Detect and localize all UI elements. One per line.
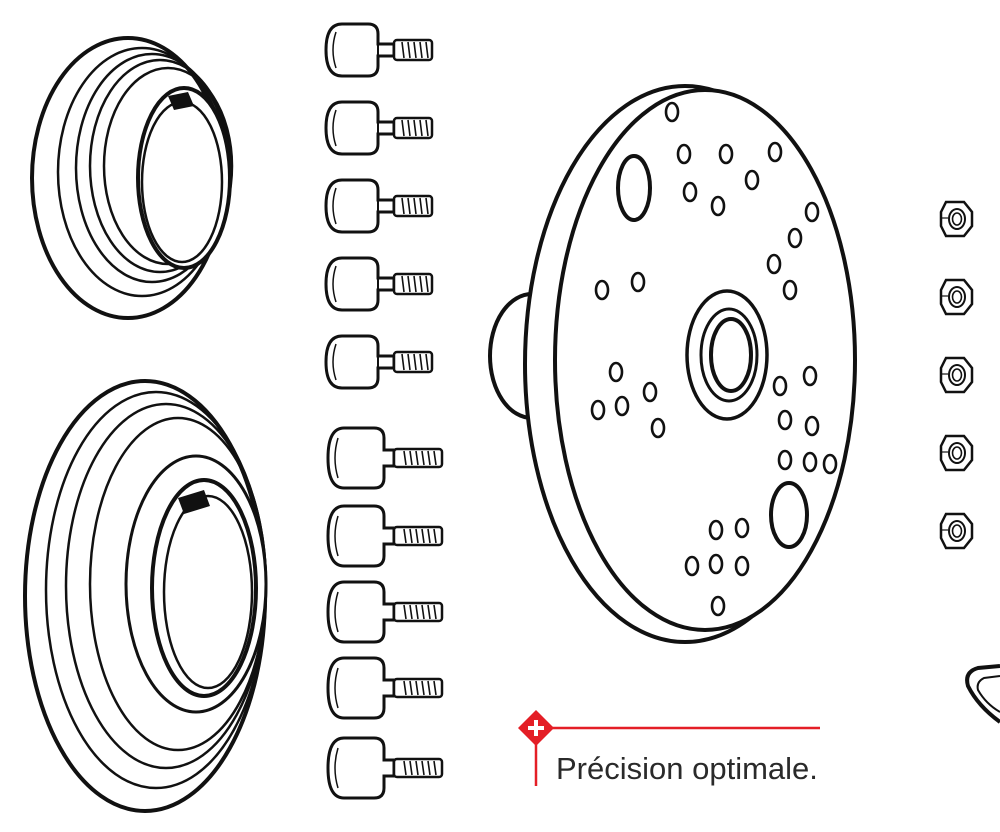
caption-group: Précision optimale. bbox=[518, 710, 820, 786]
bearing-ring-top bbox=[30, 36, 234, 320]
bearing-ring-bottom bbox=[23, 379, 268, 813]
swiss-cross-icon bbox=[518, 710, 554, 746]
nut-column bbox=[939, 200, 974, 550]
stud-group-bottom bbox=[326, 426, 444, 800]
stud-group-top bbox=[324, 22, 434, 390]
flange-plate bbox=[488, 84, 857, 644]
clamp-part-partial bbox=[965, 664, 1000, 724]
caption-text: Précision optimale. bbox=[556, 751, 818, 786]
